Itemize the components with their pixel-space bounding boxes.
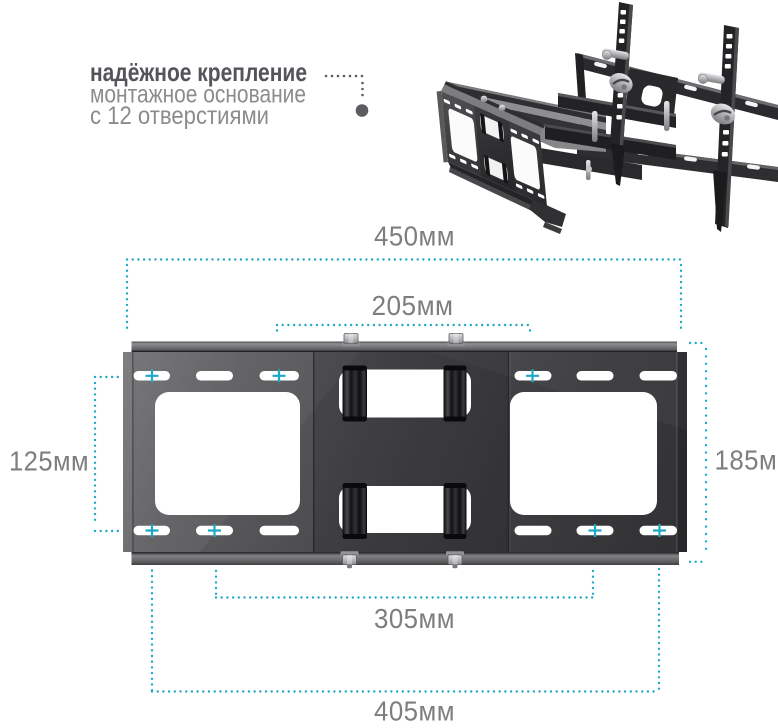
plate-rollers — [342, 365, 467, 539]
photo-tilt-hardware — [602, 48, 736, 125]
plate-centre-slot-lower — [339, 486, 471, 533]
dimension-label-450: 450мм — [374, 221, 455, 252]
bolt-top-right — [447, 333, 465, 347]
annotation-title: надёжное крепление — [90, 57, 307, 87]
dimension-305 — [214, 569, 595, 599]
dimension-label-125: 125мм — [9, 446, 89, 477]
plate-mounting-slots-top — [133, 371, 677, 381]
dimension-125 — [93, 375, 120, 533]
plate-window-left — [155, 392, 300, 515]
plate-right-fold — [677, 352, 687, 552]
wall-plate-front-view — [123, 333, 687, 569]
photo-tv-rails — [602, 2, 739, 232]
leader-dot — [355, 104, 369, 117]
annotation-callout: надёжное крепление монтажное основание с… — [90, 57, 369, 130]
annotation-line3: с 12 отверстиями — [90, 102, 269, 130]
bolt-bottom-left — [340, 551, 359, 569]
dimension-405 — [150, 567, 661, 693]
dimension-label-305: 305мм — [374, 603, 455, 634]
plate-bolts — [340, 333, 465, 569]
plate-bottom-flange — [131, 552, 679, 565]
bolt-top-left — [342, 333, 360, 347]
dimension-label-185: 185мм — [715, 445, 778, 476]
leader-line — [324, 74, 365, 103]
dimension-labels: 450мм 205мм 185мм 125мм 305мм 405мм — [9, 221, 778, 727]
product-photo — [436, 2, 778, 234]
dimension-205 — [275, 323, 532, 338]
bolt-bottom-right — [446, 551, 464, 569]
annotation-line2: монтажное основание — [90, 81, 306, 109]
dimension-185 — [688, 341, 708, 563]
dimension-label-205: 205мм — [372, 290, 454, 321]
plate-top-flange — [131, 341, 677, 352]
dimension-450 — [125, 258, 683, 332]
plate-left-fold — [123, 352, 133, 552]
plate-centre-slot-upper — [339, 369, 471, 418]
photo-wall-plate — [436, 81, 566, 234]
dimension-lines — [93, 258, 708, 693]
dimension-label-405: 405мм — [374, 696, 455, 727]
plate-window-right — [510, 392, 657, 515]
hole-cross-markers — [145, 369, 666, 537]
